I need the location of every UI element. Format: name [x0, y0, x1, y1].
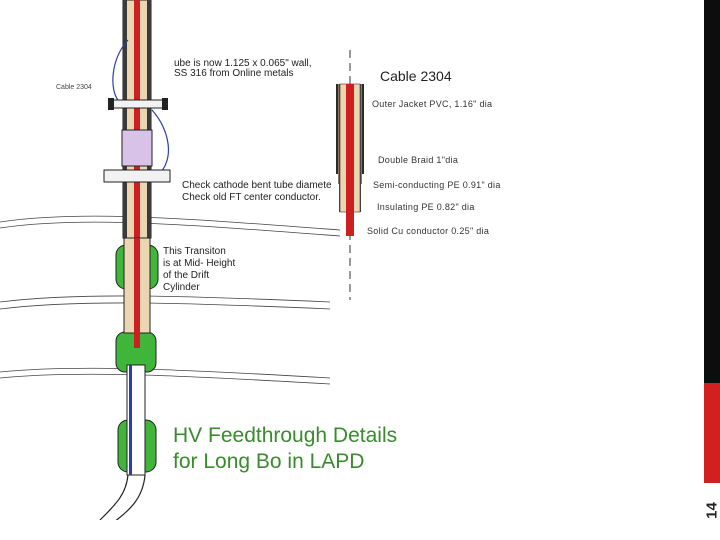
clamp-plate	[109, 99, 167, 109]
chamber-line-5	[0, 367, 331, 379]
small-cable-label: Cable 2304	[56, 84, 92, 91]
chamber-line-3	[0, 295, 331, 303]
coupler	[121, 129, 153, 167]
cable-title: Cable 2304	[380, 68, 452, 84]
slide-title-line-2: for Long Bo in LAPD	[173, 450, 365, 473]
chamber-line-6	[0, 373, 331, 385]
bent-cable-outer	[99, 474, 129, 520]
page-bar	[704, 0, 720, 540]
transition-note-line-2: is at Mid- Height	[163, 258, 236, 269]
clamp-bolt-left	[108, 98, 114, 110]
check-note-line-2: Check old FT center conductor.	[182, 192, 321, 203]
check-note-line-1: Check cathode bent tube diamete	[182, 180, 332, 191]
tube-note-line-2: SS 316 from Online metals	[174, 68, 294, 79]
clamp-bolt-right	[162, 98, 168, 110]
wire-left	[112, 39, 129, 101]
layer-label-braid: Double Braid 1"dia	[378, 155, 459, 165]
cable-conductor	[346, 84, 354, 236]
page-number: 14	[704, 490, 720, 530]
transition-note-line-4: Cylinder	[163, 282, 200, 293]
tube-note-line-1: ube is now 1.125 x 0.065" wall,	[174, 58, 312, 69]
page-bar-red	[704, 383, 720, 483]
transition-note-line-3: of the Drift	[163, 270, 210, 281]
page-bar-dark	[704, 0, 720, 383]
slide-title-line-1: HV Feedthrough Details	[173, 424, 398, 447]
transition-note-line-1: This Transiton	[163, 246, 226, 257]
feedthrough-drawing	[0, 0, 341, 520]
lower-inner-line	[129, 365, 132, 475]
layer-label-jacket: Outer Jacket PVC, 1.16" dia	[372, 99, 493, 109]
tube-wall-right	[147, 0, 151, 238]
chamber-line-4	[0, 302, 331, 310]
wire-right	[151, 109, 170, 176]
conductor-middle	[134, 238, 140, 348]
bent-cable-inner	[115, 474, 146, 520]
page-number-text: 14	[703, 502, 720, 519]
tube-wall-left	[123, 0, 127, 238]
layer-label-conductor: Solid Cu conductor 0.25" dia	[367, 226, 490, 236]
cross-plate	[103, 169, 171, 183]
chamber-line-2	[0, 221, 341, 237]
cable-diagram	[336, 50, 364, 300]
layer-label-semicon: Semi-conducting PE 0.91" dia	[373, 180, 501, 190]
layer-label-insulation: Insulating PE 0.82" dia	[377, 202, 475, 212]
